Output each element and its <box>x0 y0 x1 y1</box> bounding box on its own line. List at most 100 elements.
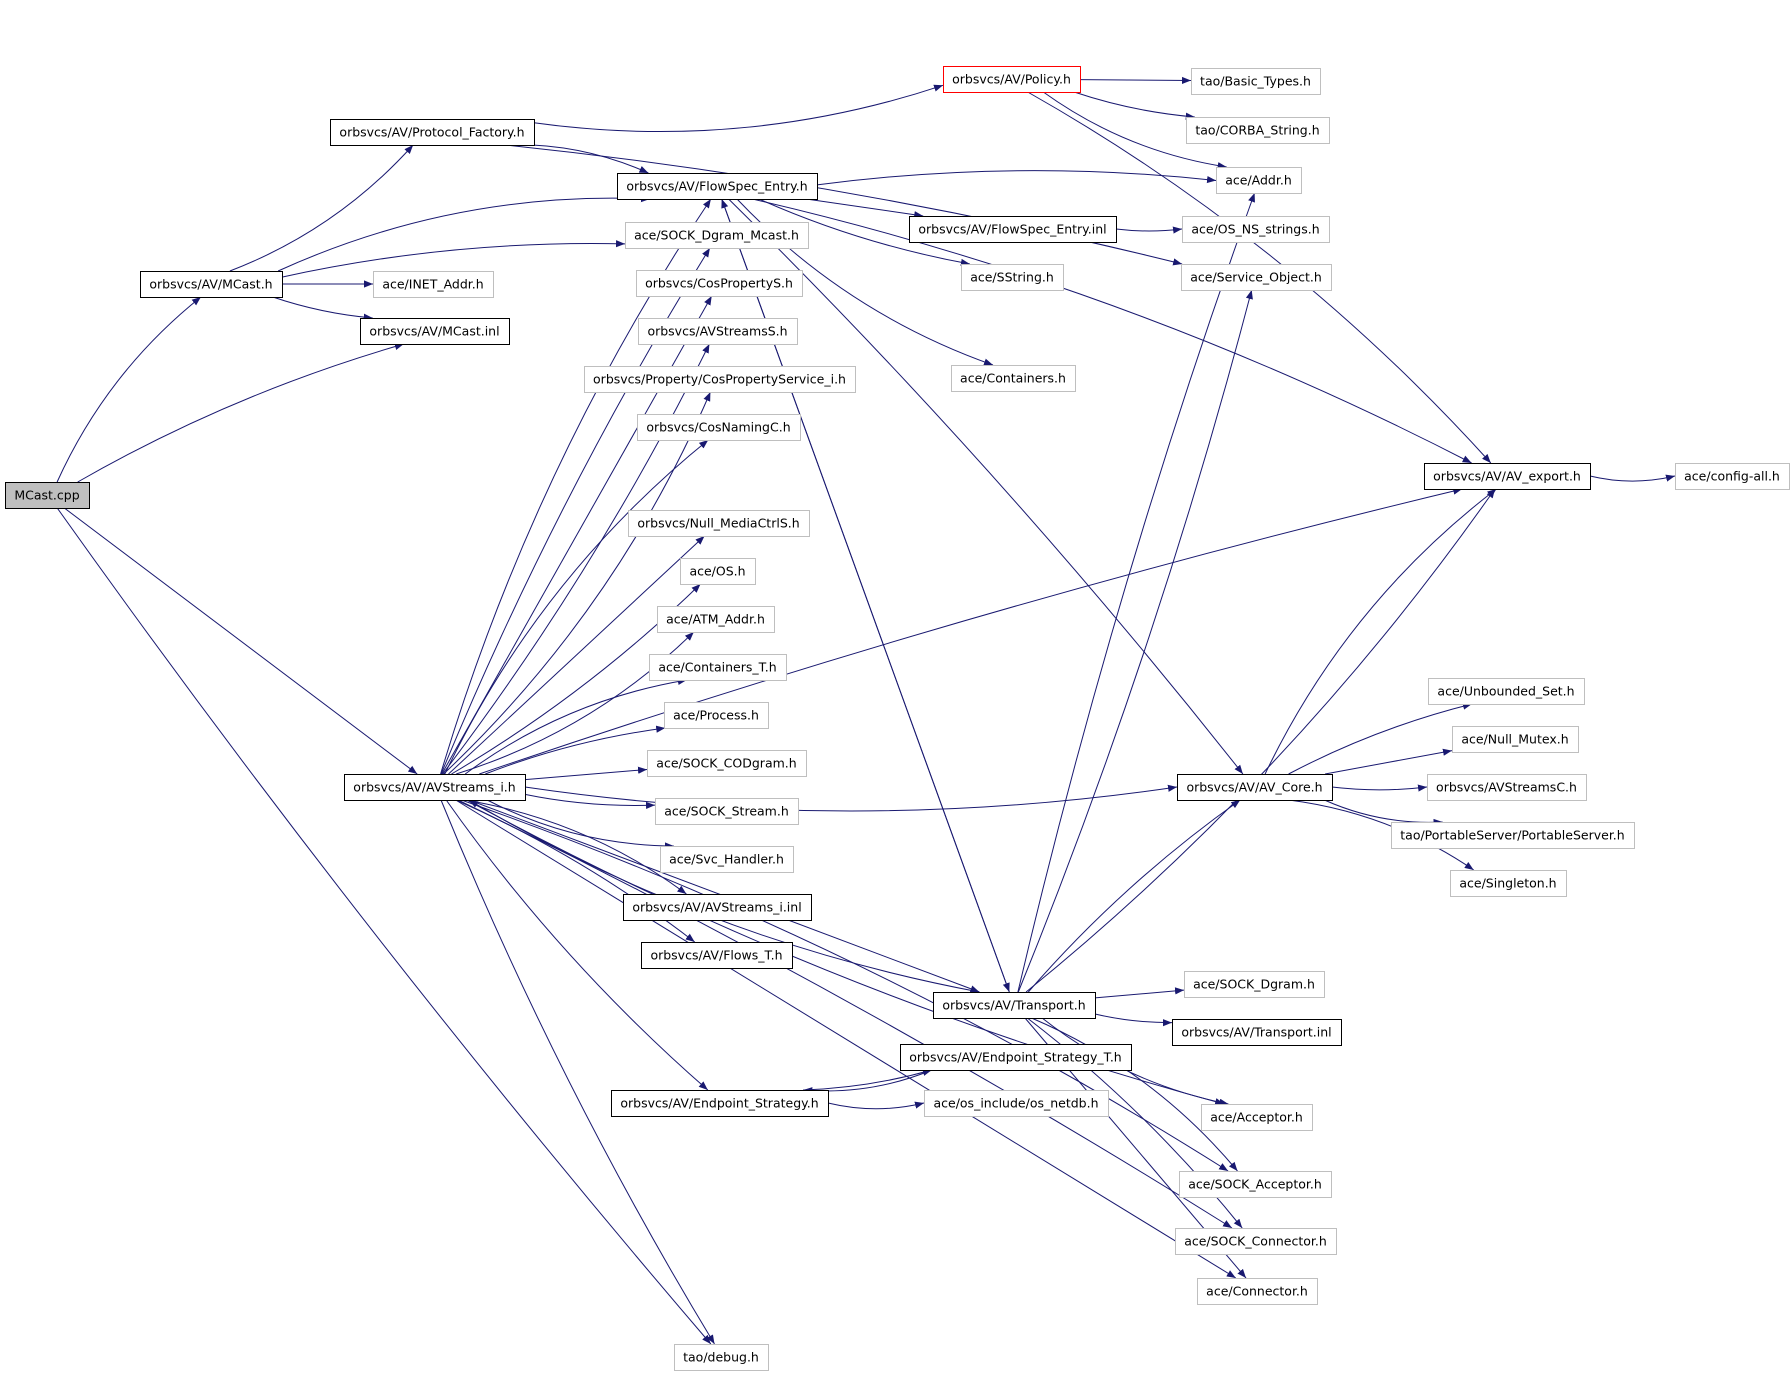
node-ace-config-all-h[interactable]: ace/config-all.h <box>1675 463 1790 490</box>
edge-line <box>1017 289 1253 993</box>
edge-layer <box>56 76 1676 1345</box>
node-box <box>1191 68 1321 95</box>
edge-n29-n30 <box>524 766 648 781</box>
node-box <box>660 846 794 873</box>
node-ace-inet-addr-h[interactable]: ace/INET_Addr.h <box>373 271 494 298</box>
node-box <box>623 894 812 921</box>
node-ace-atm-addr-h[interactable]: ace/ATM_Addr.h <box>657 606 775 633</box>
node-ace-connector-h[interactable]: ace/Connector.h <box>1197 1278 1318 1305</box>
edge-line <box>806 198 924 219</box>
node-label: orbsvcs/AV/MCast.inl <box>369 324 499 339</box>
node-orbsvcs-avstreamsc-h[interactable]: orbsvcs/AVStreamsC.h <box>1427 774 1587 801</box>
node-ace-svc-handler-h[interactable]: ace/Svc_Handler.h <box>660 846 794 873</box>
edge-line <box>1079 76 1192 85</box>
node-ace-sstring-h[interactable]: ace/SString.h <box>961 264 1064 291</box>
edge-n29-n48 <box>455 799 1237 1279</box>
node-orbsvcs-property-cospropertyservice-i-h[interactable]: orbsvcs/Property/CosPropertyService_i.h <box>584 366 856 393</box>
node-tao-basic-types-h[interactable]: tao/Basic_Types.h <box>1191 68 1321 95</box>
node-orbsvcs-av-transport-inl[interactable]: orbsvcs/AV/Transport.inl <box>1172 1019 1342 1046</box>
node-label: ace/Containers_T.h <box>658 660 776 675</box>
edge-line <box>466 799 1225 1106</box>
node-orbsvcs-cospropertys-h[interactable]: orbsvcs/CosPropertyS.h <box>636 270 803 297</box>
node-ace-process-h[interactable]: ace/Process.h <box>664 702 769 729</box>
node-label: ace/Acceptor.h <box>1210 1110 1303 1125</box>
edge-n0-n49 <box>56 507 712 1345</box>
node-tao-debug-h[interactable]: tao/debug.h <box>674 1344 769 1371</box>
node-ace-null-mutex-h[interactable]: ace/Null_Mutex.h <box>1452 726 1579 753</box>
node-box <box>1216 167 1302 194</box>
node-box <box>637 414 801 441</box>
node-box <box>140 271 283 298</box>
node-box <box>961 264 1064 291</box>
node-ace-sock-codgram-h[interactable]: ace/SOCK_CODgram.h <box>647 750 807 777</box>
node-label: orbsvcs/Property/CosPropertyService_i.h <box>593 372 846 387</box>
node-box <box>1427 774 1587 801</box>
node-box <box>1184 971 1325 998</box>
node-ace-os-h[interactable]: ace/OS.h <box>680 558 756 585</box>
node-orbsvcs-av-mcast-inl[interactable]: orbsvcs/AV/MCast.inl <box>360 318 510 345</box>
edge-line <box>440 799 715 1345</box>
node-ace-service-object-h[interactable]: ace/Service_Object.h <box>1181 264 1332 291</box>
edge-n29-n18 <box>443 391 711 775</box>
edge-line <box>56 296 202 483</box>
node-ace-containers-t-h[interactable]: ace/Containers_T.h <box>649 654 787 681</box>
node-label: orbsvcs/AV/Transport.h <box>942 998 1085 1013</box>
node-box <box>1424 463 1591 490</box>
node-label: ace/OS.h <box>689 564 745 579</box>
node-ace-sock-connector-h[interactable]: ace/SOCK_Connector.h <box>1175 1228 1337 1255</box>
edge-line <box>56 507 712 1345</box>
node-box <box>1675 463 1790 490</box>
node-ace-acceptor-h[interactable]: ace/Acceptor.h <box>1201 1104 1313 1131</box>
node-orbsvcs-av-endpoint-strategy-t-h[interactable]: orbsvcs/AV/Endpoint_Strategy_T.h <box>900 1044 1132 1071</box>
node-orbsvcs-avstreamss-h[interactable]: orbsvcs/AVStreamsS.h <box>638 318 798 345</box>
edge-n8-n9 <box>1115 226 1183 234</box>
node-box <box>655 798 799 825</box>
node-orbsvcs-av-endpoint-strategy-h[interactable]: orbsvcs/AV/Endpoint_Strategy.h <box>611 1090 829 1117</box>
node-box <box>647 750 807 777</box>
edge-n40-n7 <box>721 198 1010 993</box>
node-orbsvcs-av-flows-t-h[interactable]: orbsvcs/AV/Flows_T.h <box>641 942 793 969</box>
node-orbsvcs-av-policy-h[interactable]: orbsvcs/AV/Policy.h <box>943 66 1081 93</box>
node-ace-singleton-h[interactable]: ace/Singleton.h <box>1450 870 1567 897</box>
node-orbsvcs-av-flowspec-entry-inl[interactable]: orbsvcs/AV/FlowSpec_Entry.inl <box>909 216 1117 243</box>
node-ace-sock-acceptor-h[interactable]: ace/SOCK_Acceptor.h <box>1179 1171 1332 1198</box>
node-box <box>1177 774 1333 801</box>
node-ace-os-include-os-netdb-h[interactable]: ace/os_include/os_netdb.h <box>924 1090 1109 1117</box>
edge-line <box>444 439 709 775</box>
node-orbsvcs-av-transport-h[interactable]: orbsvcs/AV/Transport.h <box>933 992 1096 1019</box>
node-orbsvcs-cosnamingc-h[interactable]: orbsvcs/CosNamingC.h <box>637 414 801 441</box>
node-box <box>951 365 1076 392</box>
node-ace-containers-h[interactable]: ace/Containers.h <box>951 365 1076 392</box>
node-ace-sock-stream-h[interactable]: ace/SOCK_Stream.h <box>655 798 799 825</box>
edge-n29-n20 <box>479 487 1463 775</box>
node-label: orbsvcs/AV/Endpoint_Strategy_T.h <box>909 1050 1121 1065</box>
edge-line <box>524 784 1178 812</box>
node-orbsvcs-av-flowspec-entry-h[interactable]: orbsvcs/AV/FlowSpec_Entry.h <box>617 173 818 200</box>
node-mcast-cpp[interactable]: MCast.cpp <box>5 482 90 509</box>
node-label: ace/Process.h <box>673 708 759 723</box>
node-box <box>1186 117 1330 144</box>
node-ace-unbounded-set-h[interactable]: ace/Unbounded_Set.h <box>1428 678 1585 705</box>
node-orbsvcs-av-avstreams-i-h[interactable]: orbsvcs/AV/AVStreams_i.h <box>344 774 526 801</box>
edge-n3-n4 <box>1079 76 1192 85</box>
edge-line <box>752 198 1472 464</box>
node-box <box>1391 822 1635 849</box>
node-tao-corba-string-h[interactable]: tao/CORBA_String.h <box>1186 117 1330 144</box>
edge-line <box>1115 226 1183 234</box>
node-ace-sock-dgram-h[interactable]: ace/SOCK_Dgram.h <box>1184 971 1325 998</box>
node-orbsvcs-av-avstreams-i-inl[interactable]: orbsvcs/AV/AVStreams_i.inl <box>623 894 812 921</box>
node-orbsvcs-av-protocol-factory-h[interactable]: orbsvcs/AV/Protocol_Factory.h <box>330 119 535 146</box>
node-ace-addr-h[interactable]: ace/Addr.h <box>1216 167 1302 194</box>
node-tao-portableserver-portableserver-h[interactable]: tao/PortableServer/PortableServer.h <box>1391 822 1635 849</box>
node-ace-sock-dgram-mcast-h[interactable]: ace/SOCK_Dgram_Mcast.h <box>625 222 809 249</box>
node-orbsvcs-av-av-export-h[interactable]: orbsvcs/AV/AV_export.h <box>1424 463 1591 490</box>
node-ace-os-ns-strings-h[interactable]: ace/OS_NS_strings.h <box>1182 216 1330 243</box>
edge-line <box>1027 799 1241 993</box>
node-orbsvcs-null-mediactrls-h[interactable]: orbsvcs/Null_MediaCtrlS.h <box>628 510 810 537</box>
edge-line <box>281 240 626 278</box>
node-orbsvcs-av-av-core-h[interactable]: orbsvcs/AV/AV_Core.h <box>1177 774 1333 801</box>
edge-line <box>1017 192 1256 993</box>
node-orbsvcs-av-mcast-h[interactable]: orbsvcs/AV/MCast.h <box>140 271 283 298</box>
edge-n29-n16 <box>442 343 710 775</box>
edge-line <box>524 766 648 781</box>
